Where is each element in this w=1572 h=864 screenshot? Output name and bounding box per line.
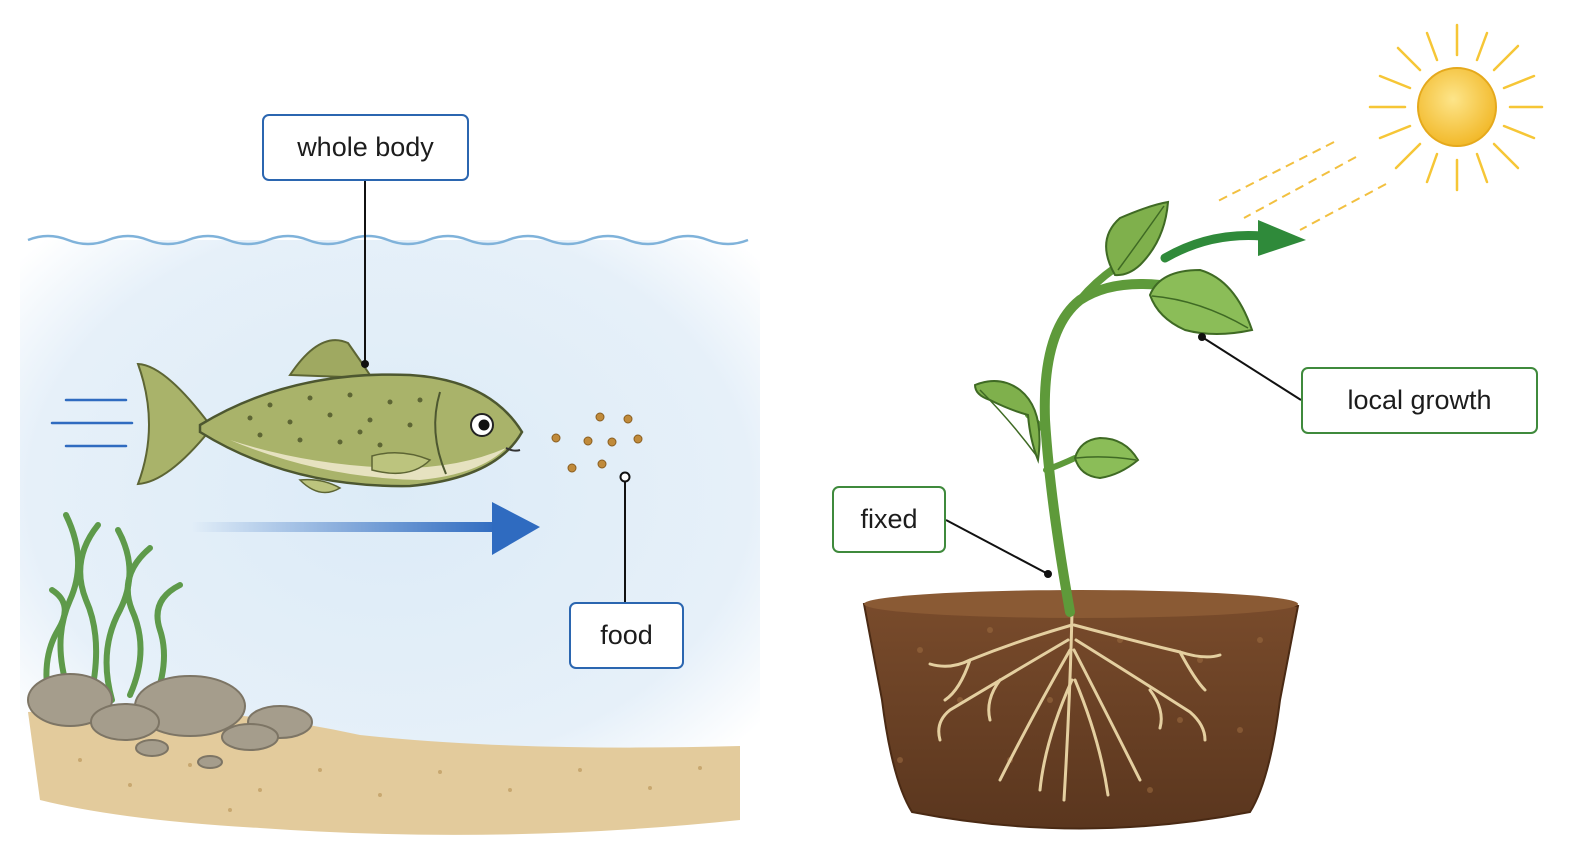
fish-pelvic-fin <box>298 478 342 494</box>
sun-icon <box>1368 23 1544 192</box>
label-food: food <box>569 602 684 669</box>
fish-spots <box>247 392 423 448</box>
fish-dorsal-fin <box>288 339 374 380</box>
label-local-growth: local growth <box>1301 367 1538 434</box>
food-pellet-icon <box>551 412 643 473</box>
plant-icon <box>973 200 1254 617</box>
fish-mouth <box>505 447 521 452</box>
fish-tail-fin <box>136 362 211 486</box>
sand-bed <box>28 708 740 835</box>
fish-belly <box>230 440 506 480</box>
water-scene <box>20 181 760 835</box>
growth-arrow <box>1160 220 1306 263</box>
leader-line-fixed <box>945 519 1049 575</box>
light-rays <box>1215 141 1387 231</box>
leaf-right-tip <box>1148 268 1254 335</box>
leaf-right-low <box>1073 436 1140 480</box>
label-whole-body: whole body <box>262 114 469 181</box>
fish-gill <box>434 391 447 475</box>
fish-icon <box>136 339 524 494</box>
sand-dots <box>78 758 702 812</box>
rock-icon <box>27 673 313 769</box>
leaf-left <box>973 380 1041 464</box>
leaf-top <box>1105 200 1170 277</box>
fish-pectoral-fin <box>371 452 432 475</box>
water-surface-line <box>27 234 749 246</box>
label-fixed: fixed <box>832 486 946 553</box>
plant-scene <box>862 23 1544 830</box>
soil-pot <box>862 590 1300 830</box>
root-icon <box>928 610 1222 802</box>
leader-line-local-growth <box>1201 336 1302 401</box>
motion-lines <box>50 398 134 448</box>
movement-arrow <box>192 502 540 555</box>
